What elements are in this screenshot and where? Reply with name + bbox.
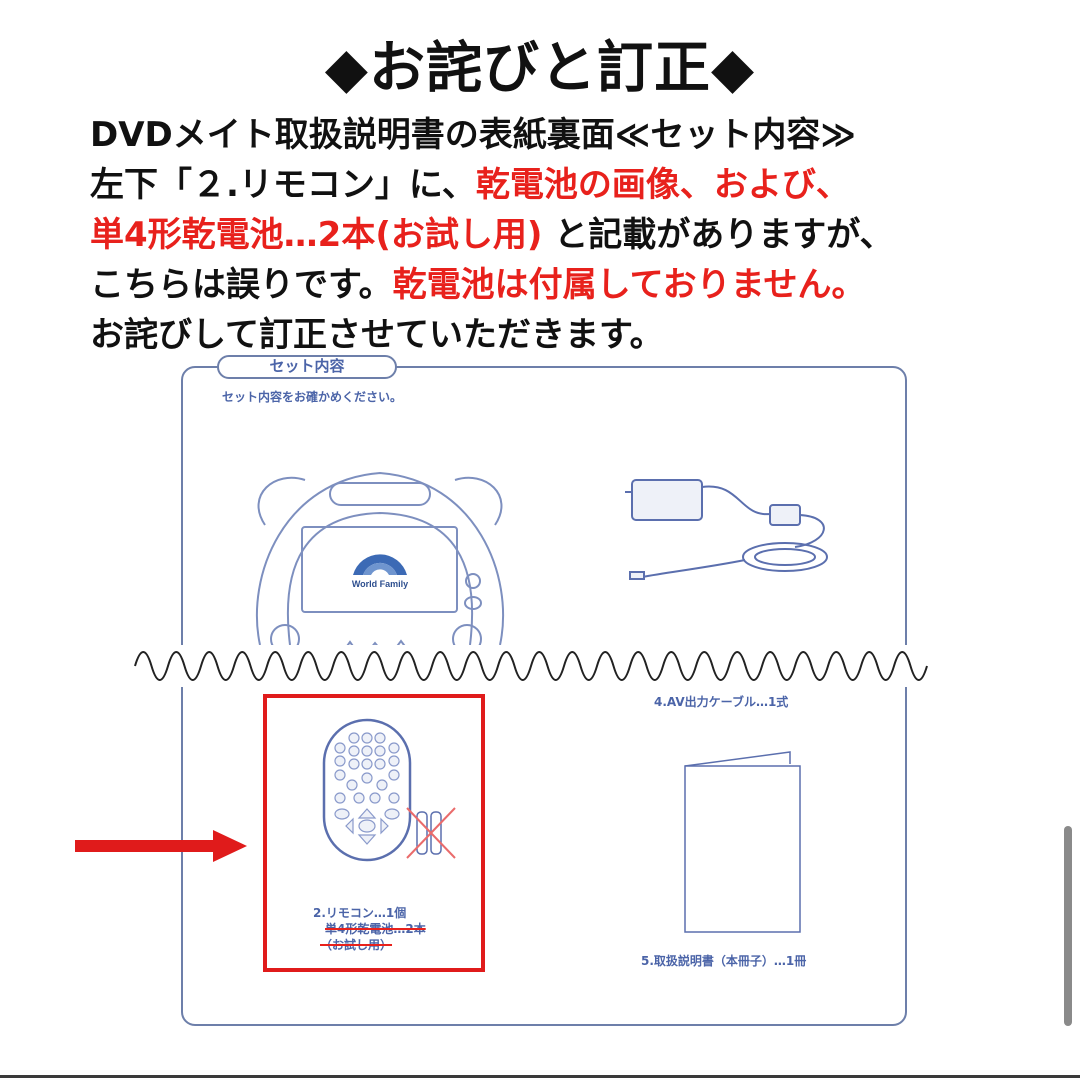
manual-booklet-caption: 5.取扱説明書（本冊子）…1冊 [641, 954, 807, 968]
remote-battery-caption-struck: 単4形乾電池…2本 [325, 922, 426, 936]
notice-text: こちらは誤りです。 [90, 265, 393, 305]
correction-notice: DVDメイト取扱説明書の表紙裏面≪セット内容≫ 左下「２.リモコン」に、乾電池の… [90, 110, 990, 360]
notice-text: と記載がありますが、 [542, 215, 894, 255]
world-family-logo: World Family [352, 579, 408, 589]
av-cable-caption: 4.AV出力ケーブル…1式 [654, 695, 789, 709]
notice-line-3: 単4形乾電池…2本(お試し用) と記載がありますが、 [90, 210, 990, 260]
notice-line-1: DVDメイト取扱説明書の表紙裏面≪セット内容≫ [90, 110, 990, 160]
set-contents-tab: セット内容 [217, 355, 397, 379]
bottom-divider [0, 1075, 1080, 1078]
notice-text: DVDメイト取扱説明書の表紙裏面≪セット内容≫ [90, 115, 856, 155]
notice-text: お詫びして訂正させていただきます。 [90, 315, 664, 355]
red-arrow-icon [75, 830, 247, 862]
remote-caption: 2.リモコン…1個 [313, 906, 407, 920]
notice-line-5: お詫びして訂正させていただきます。 [90, 310, 990, 360]
notice-line-2: 左下「２.リモコン」に、乾電池の画像、および、 [90, 160, 990, 210]
notice-highlight: 乾電池の画像、および、 [475, 165, 850, 205]
notice-highlight: 単4形乾電池…2本(お試し用) [90, 215, 543, 255]
notice-highlight: 乾電池は付属しておりません。 [392, 265, 866, 305]
notice-line-4: こちらは誤りです。乾電池は付属しておりません。 [90, 260, 990, 310]
ac-adapter-icon [625, 479, 828, 580]
scrollbar-thumb[interactable] [1064, 826, 1072, 1026]
remote-battery-trial-struck: （お試し用） [320, 938, 393, 952]
crossed-batteries-icon [406, 807, 456, 859]
remote-control-icon [322, 718, 412, 862]
manual-booklet-icon [684, 751, 801, 933]
set-contents-frame [181, 366, 907, 1026]
dvd-player-icon: World Family [255, 471, 505, 654]
set-contents-note: セット内容をお確かめください。 [222, 390, 403, 404]
wavy-break-line [134, 651, 928, 681]
notice-text: 左下「２.リモコン」に、 [90, 165, 476, 205]
remote-highlight-box [263, 694, 485, 972]
page-title: ◆お詫びと訂正◆ [324, 36, 756, 101]
